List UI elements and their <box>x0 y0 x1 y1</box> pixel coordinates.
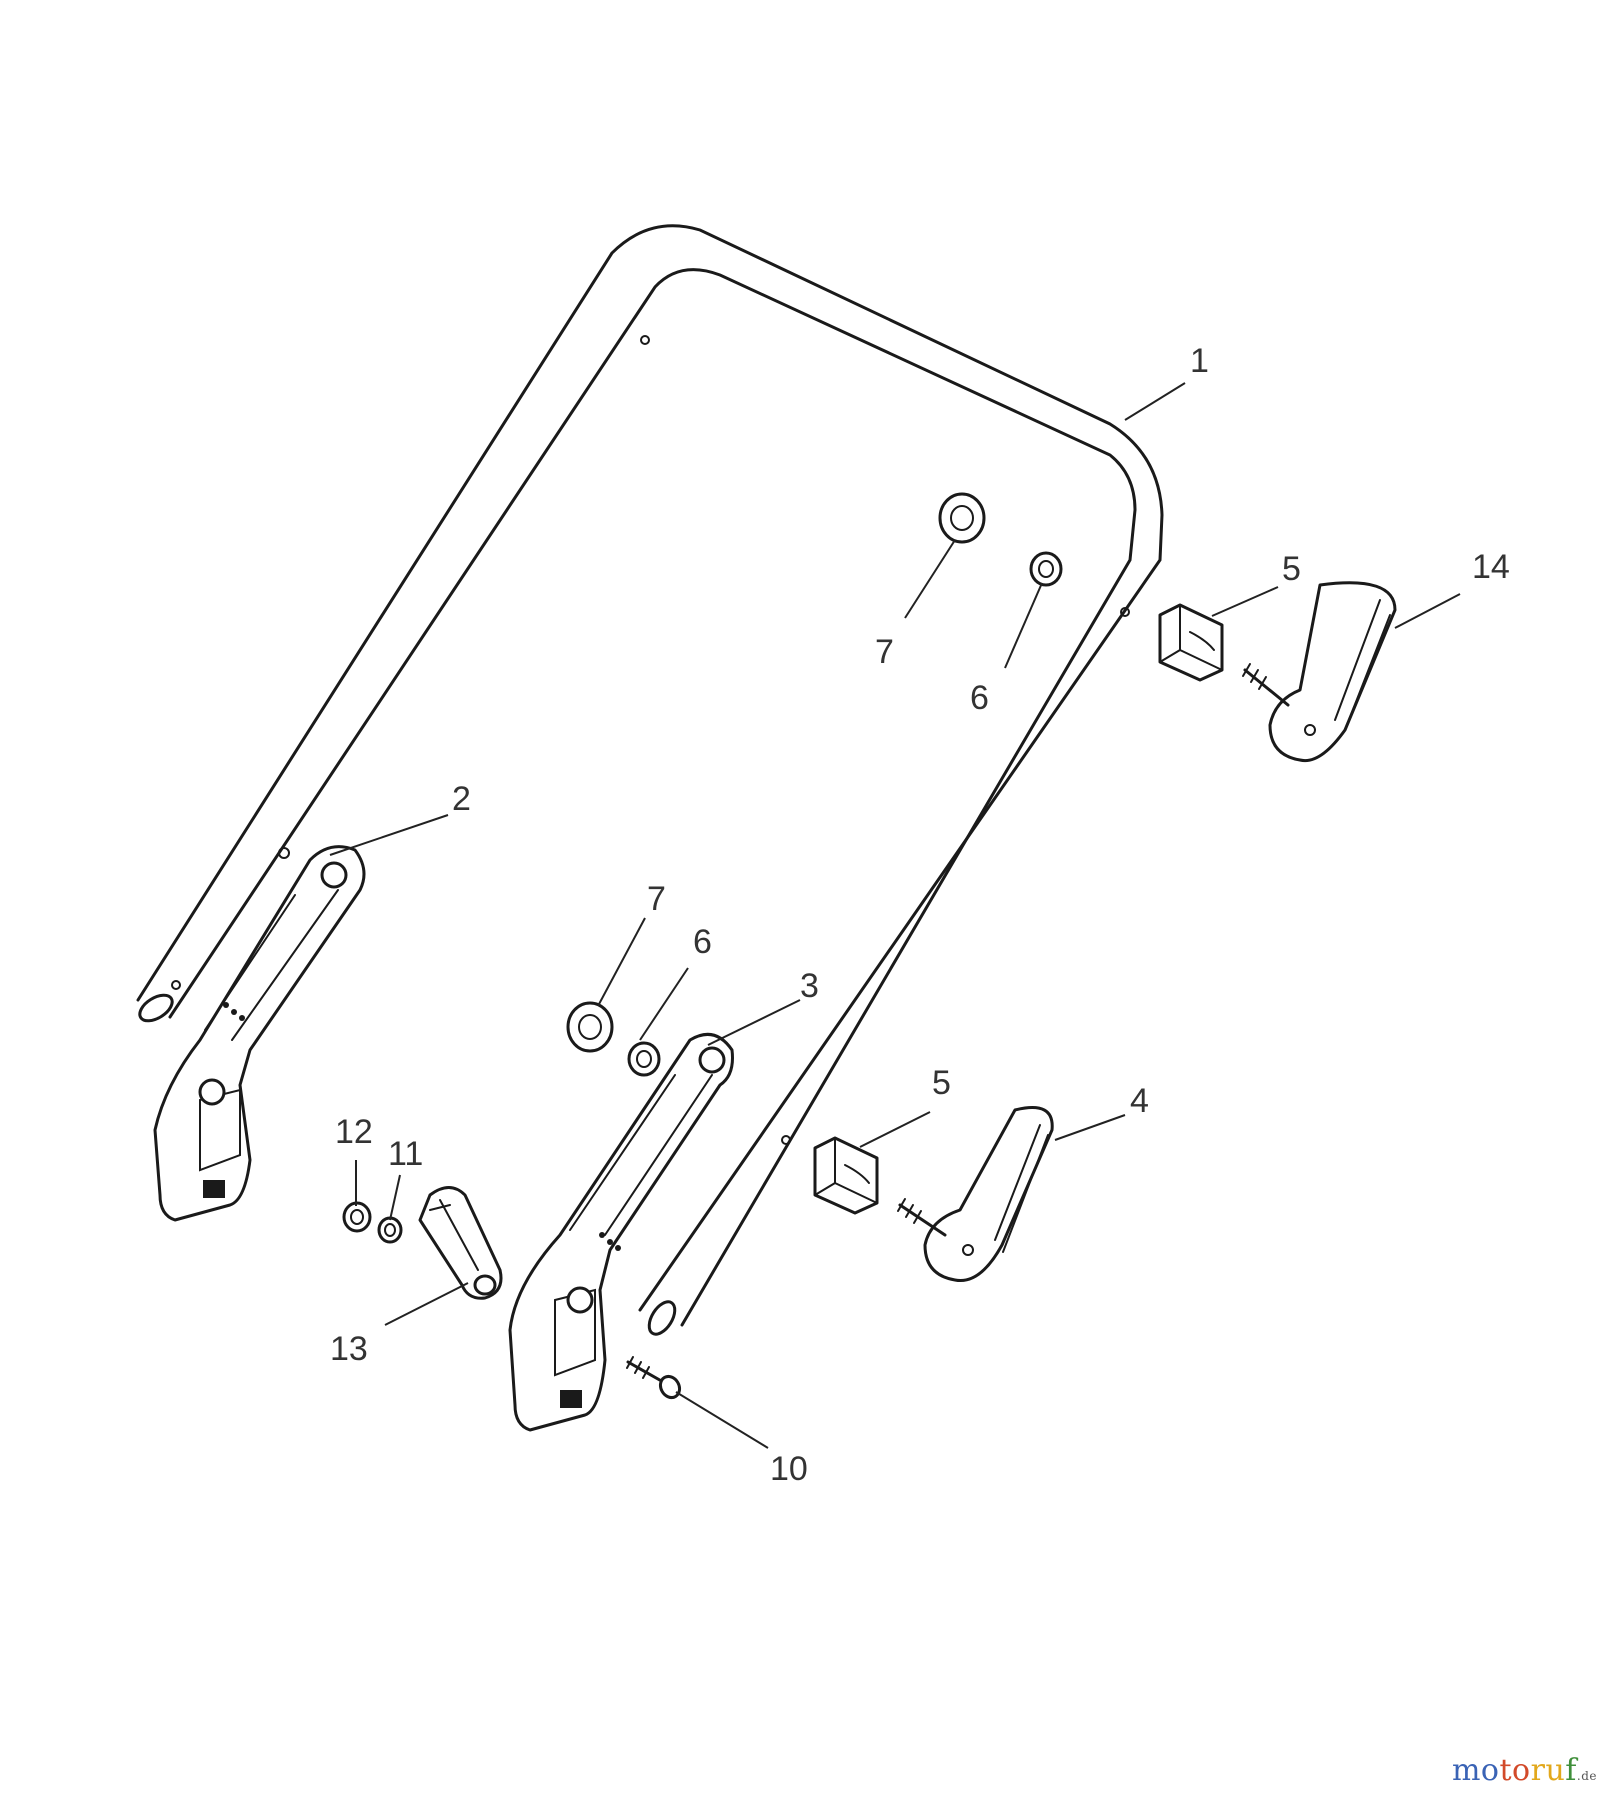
callout-labels: 1 2 3 4 5 5 6 6 7 7 10 11 12 13 14 <box>330 342 1510 1488</box>
nut-lower-7 <box>566 1001 614 1053</box>
callout-7-upper: 7 <box>875 633 894 671</box>
washer-lower-6 <box>627 1041 661 1077</box>
screw-10 <box>626 1356 682 1400</box>
callout-10: 10 <box>770 1450 808 1488</box>
clamp-block-upper-5 <box>1158 603 1224 682</box>
callout-6-upper: 6 <box>970 679 989 717</box>
leader-lines <box>329 382 1461 1449</box>
callout-2: 2 <box>452 780 471 818</box>
callout-7-lower: 7 <box>647 880 666 918</box>
washer-upper-6 <box>1029 551 1063 587</box>
motoruf-watermark-logo: motoruf.de <box>1451 1753 1597 1788</box>
washer-small-11 <box>377 1216 403 1244</box>
nut-upper-7 <box>938 492 986 544</box>
callout-11: 11 <box>388 1135 423 1173</box>
knob-upper-14 <box>1242 581 1397 763</box>
callout-5-upper: 5 <box>1282 550 1301 588</box>
callout-13: 13 <box>330 1330 368 1368</box>
nut-small-12 <box>342 1201 372 1233</box>
callout-3: 3 <box>800 967 819 1005</box>
callout-6-lower: 6 <box>693 923 712 961</box>
knob-lower-4 <box>897 1106 1054 1283</box>
callout-5-lower: 5 <box>932 1064 951 1102</box>
handle-bar <box>136 224 1164 1336</box>
clamp-block-lower-5 <box>813 1136 879 1215</box>
left-bracket <box>153 845 366 1222</box>
callout-1: 1 <box>1190 342 1209 380</box>
callout-14: 14 <box>1472 548 1510 586</box>
cam-lever-13 <box>418 1186 503 1300</box>
callout-12: 12 <box>335 1113 373 1151</box>
callout-4: 4 <box>1130 1082 1149 1120</box>
right-bracket <box>508 1032 734 1432</box>
